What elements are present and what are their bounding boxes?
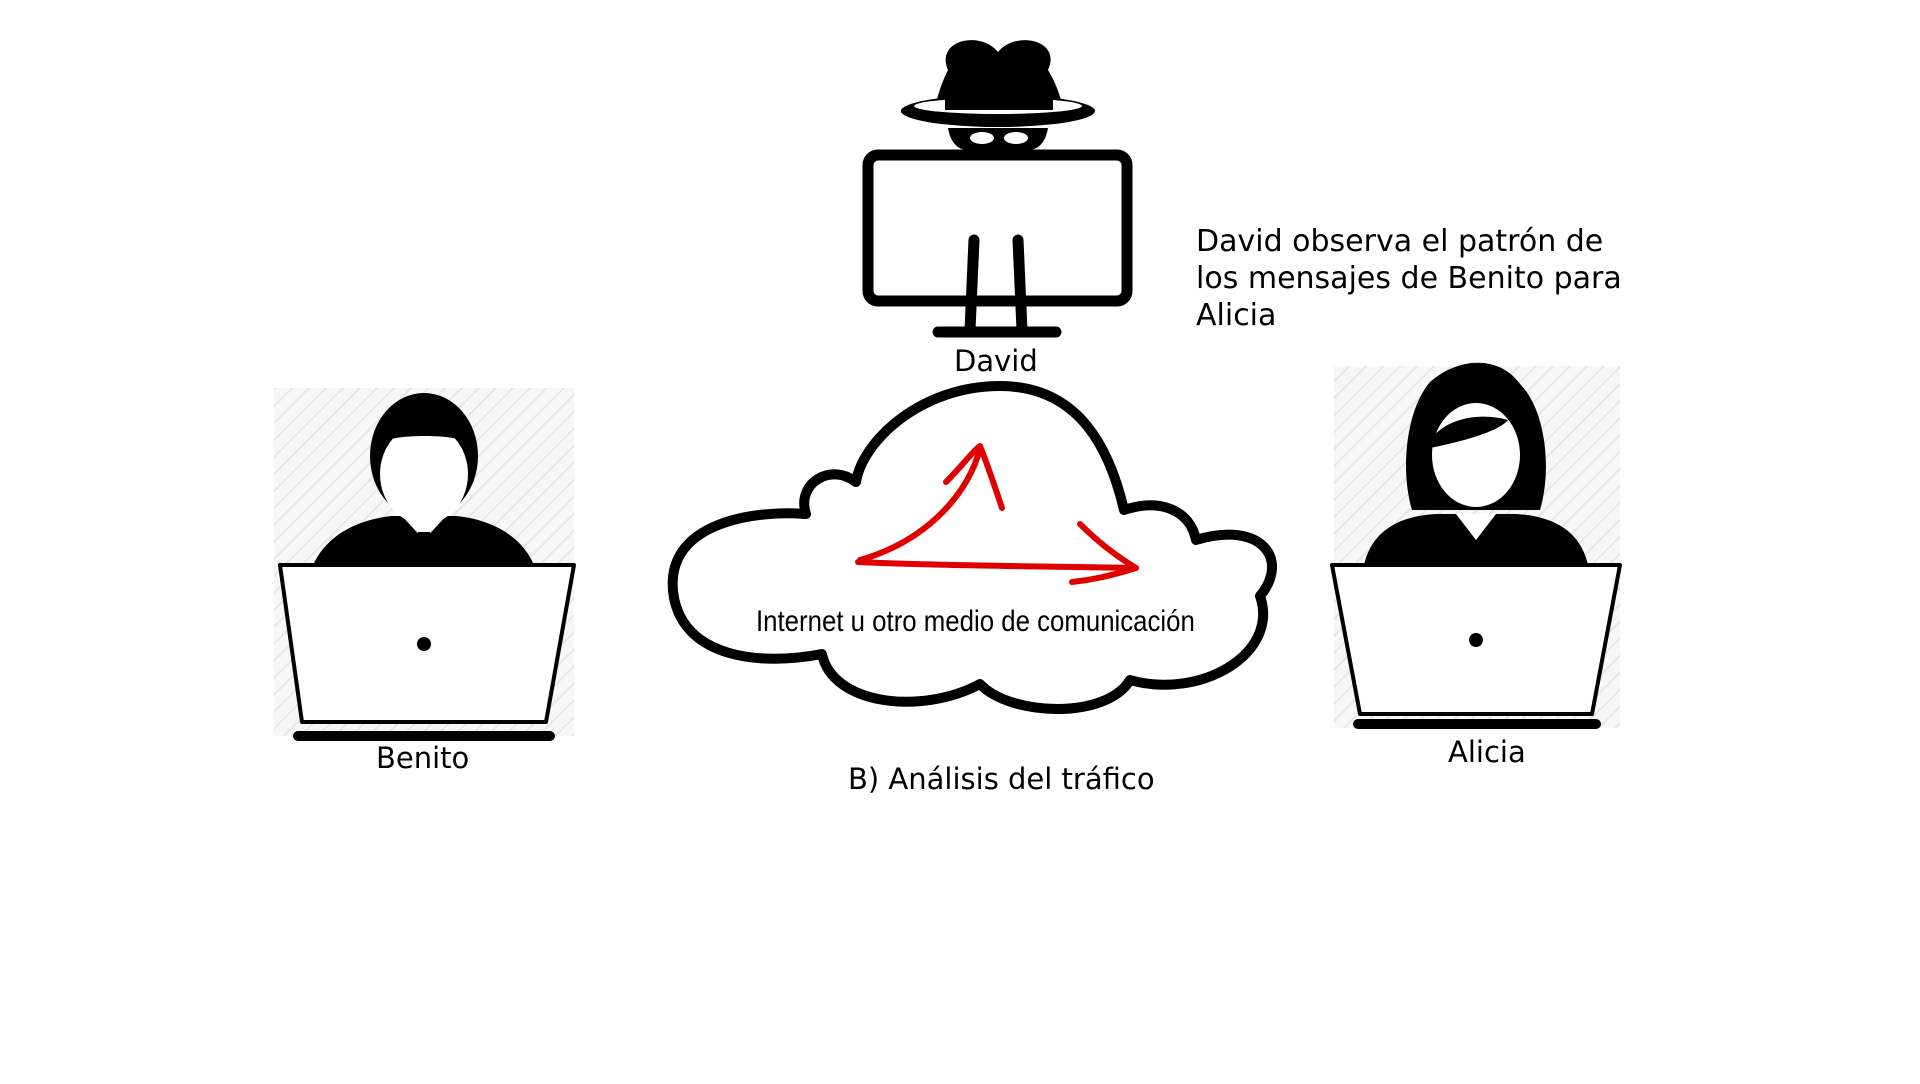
spy-hat-icon [901, 40, 1095, 150]
sender-name-label: Benito [376, 741, 470, 775]
cloud-icon [667, 381, 1277, 714]
attacker-name-label: David [954, 344, 1038, 378]
man-at-laptop-icon [274, 388, 576, 741]
arrow-to-alicia [855, 559, 1139, 571]
woman-at-laptop-icon [1330, 362, 1622, 729]
annotation-text: David observa el patrón de los mensajes … [1196, 224, 1622, 333]
traffic-arrows [855, 443, 1139, 585]
network-label: Internet u otro medio de comunicación [756, 605, 1195, 638]
monitor-icon [862, 149, 1133, 338]
diagram-caption: B) Análisis del tráfico [848, 762, 1155, 796]
receiver-name-label: Alicia [1448, 735, 1526, 769]
arrow-to-alicia-head [1069, 521, 1139, 585]
arrow-to-david-head [943, 443, 1005, 511]
arrow-to-david [857, 445, 983, 563]
